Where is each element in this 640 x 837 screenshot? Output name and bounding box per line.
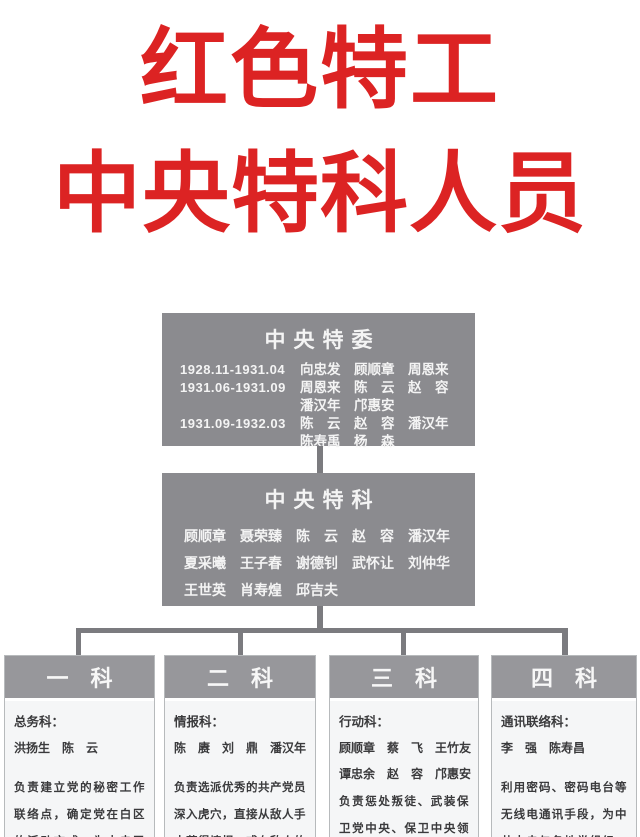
committee-period: 1931.06-1931.09 [180, 380, 286, 395]
committee-members: 潘汉年 邝惠安 [300, 398, 395, 413]
section-box-1: 一 科 总务科： 洪扬生 陈 云 负责建立党的秘密工作联络点，确定党在白区的活动… [4, 655, 155, 837]
section-1-names: 洪扬生 陈 云 [14, 741, 99, 755]
section-3-names: 顾顺章 蔡 飞 王竹友 [339, 741, 472, 755]
section-4-names: 李 强 陈寿昌 [501, 741, 586, 755]
committee-row: 潘汉年 邝惠安 [180, 397, 475, 415]
committee-period: 1928.11-1931.04 [180, 362, 286, 377]
section-1-header: 一 科 [5, 656, 154, 701]
committee-row: 陈寿禹 杨 森 [180, 433, 475, 451]
section-2-header: 二 科 [165, 656, 315, 701]
section-box-2: 二 科 情报科： 陈 赓 刘 鼎 潘汉年 负责选派优秀的共产党员深入虎穴，直接从… [164, 655, 316, 837]
section-1-label: 总务科： [14, 715, 65, 729]
connector-committee-to-branch [317, 446, 323, 473]
central-special-committee-box: 中央特委 1928.11-1931.04 向忠发 顾顺章 周恩来 1931.06… [162, 313, 475, 449]
committee-row: 1931.09-1932.03 陈 云 赵 容 潘汉年 [180, 415, 475, 433]
committee-row: 1931.06-1931.09 周恩来 陈 云 赵 容 [180, 379, 475, 397]
committee-members: 陈 云 赵 容 潘汉年 [300, 416, 449, 431]
section-2-names: 陈 赓 刘 鼎 潘汉年 [174, 741, 307, 755]
committee-members: 陈寿禹 杨 森 [300, 434, 395, 449]
section-4-label: 通讯联络科： [501, 715, 577, 729]
committee-period: 1931.09-1932.03 [180, 416, 286, 431]
central-special-branch-box: 中央特科 顾顺章 聂荣臻 陈 云 赵 容 潘汉年 夏采曦 王子春 谢德钊 武怀让… [162, 473, 475, 606]
section-2-label: 情报科： [174, 715, 225, 729]
connector-drop-section-2 [238, 628, 243, 655]
section-4-header: 四 科 [492, 656, 636, 701]
section-3-body: 行动科： 顾顺章 蔡 飞 王竹友 谭忠余 赵 容 邝惠安 负责惩处叛徒、武装保卫… [330, 701, 478, 837]
page-title: 红色特工 中央特科人员 [0, 26, 640, 238]
committee-rows: 1928.11-1931.04 向忠发 顾顺章 周恩来 1931.06-1931… [162, 361, 475, 451]
branch-rows: 顾顺章 聂荣臻 陈 云 赵 容 潘汉年 夏采曦 王子春 谢德钊 武怀让 刘仲华 … [162, 523, 475, 604]
branch-members-row: 顾顺章 聂荣臻 陈 云 赵 容 潘汉年 [184, 528, 450, 544]
section-2-body: 情报科： 陈 赓 刘 鼎 潘汉年 负责选派优秀的共产党员深入虎穴，直接从敌人手中… [165, 701, 315, 837]
section-3-names: 谭忠余 赵 容 邝惠安 [339, 767, 472, 781]
section-4-body: 通讯联络科： 李 强 陈寿昌 利用密码、密码电台等无线电通讯手段，为中共中央与各… [492, 701, 636, 837]
section-3-header: 三 科 [330, 656, 478, 701]
branch-members-row: 夏采曦 王子春 谢德钊 武怀让 刘仲华 [184, 555, 450, 571]
section-2-description: 负责选派优秀的共产党员深入虎穴，直接从敌人手中获得情报；或在敌人的谍报机关内部建… [174, 782, 306, 837]
section-box-4: 四 科 通讯联络科： 李 强 陈寿昌 利用密码、密码电台等无线电通讯手段，为中共… [491, 655, 637, 837]
branch-members-row: 王世英 肖寿煌 邱吉夫 [184, 582, 338, 598]
section-3-description: 负责惩处叛徒、武装保卫党中央、保卫中央领导、中央机关以及中央高层会议安全。 [339, 796, 469, 835]
committee-row: 1928.11-1931.04 向忠发 顾顺章 周恩来 [180, 361, 475, 379]
title-line-1: 红色特工 [139, 20, 500, 119]
connector-branch-down [317, 606, 323, 630]
committee-members: 向忠发 顾顺章 周恩来 [300, 362, 449, 377]
section-1-description: 负责建立党的秘密工作联络点，确定党在白区的活动方式，为中央召集的重要会议物色处所… [14, 782, 145, 837]
section-1-body: 总务科： 洪扬生 陈 云 负责建立党的秘密工作联络点，确定党在白区的活动方式，为… [5, 701, 154, 837]
connector-drop-section-1 [76, 628, 81, 655]
section-4-description: 利用密码、密码电台等无线电通讯手段，为中共中央与各地党组织、苏区红军以及共产国际… [501, 782, 627, 837]
section-3-label: 行动科： [339, 715, 390, 729]
connector-horizontal-bar [76, 628, 568, 633]
committee-period [180, 433, 300, 451]
section-box-3: 三 科 行动科： 顾顺章 蔡 飞 王竹友 谭忠余 赵 容 邝惠安 负责惩处叛徒、… [329, 655, 479, 837]
branch-title: 中央特科 [264, 489, 381, 512]
committee-title: 中央特委 [264, 329, 381, 352]
connector-drop-section-3 [401, 628, 406, 655]
committee-period [180, 397, 300, 415]
connector-drop-section-4 [562, 628, 568, 655]
title-line-2: 中央特科人员 [52, 144, 587, 243]
committee-members: 周恩来 陈 云 赵 容 [300, 380, 449, 395]
